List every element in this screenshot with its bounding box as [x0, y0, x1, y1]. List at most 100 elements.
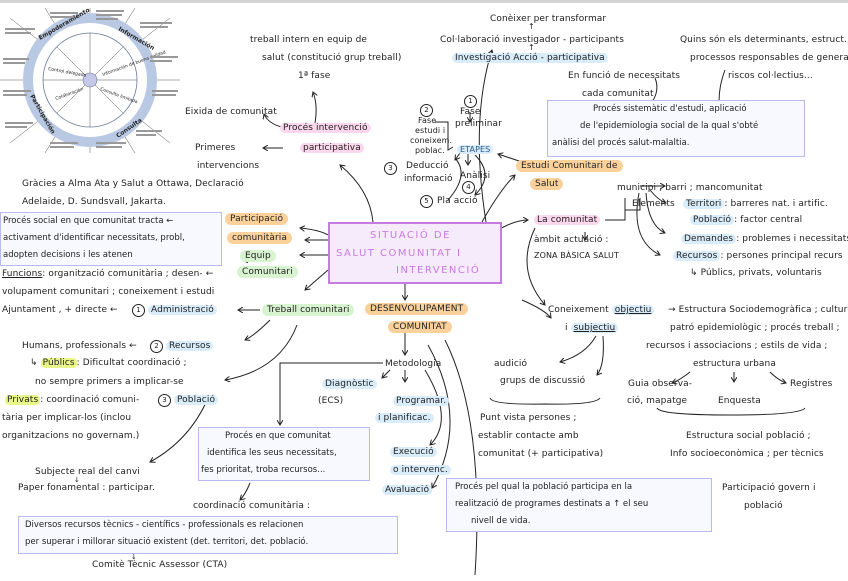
estructura-social-text-2: Info socioeconòmica ; per tècnics [670, 449, 824, 459]
execucio-node: Execució [390, 446, 437, 458]
estructura-social-text: Estructura social població ; [686, 431, 811, 441]
funcions-text: Funcions: organització comunitària ; des… [2, 269, 214, 279]
coneixement-text: Coneixement objectiu [548, 304, 655, 316]
privats-text-2: tària per implicar-los (inclou [2, 413, 132, 423]
treball-intern-text-2: salut (constitució grup treball) [262, 53, 402, 63]
execucio-node-2: o intervenc. [390, 464, 451, 476]
box-line: de l'epidemiologia social de la qual s'o… [580, 121, 759, 131]
etapa-4-number: 4 [462, 181, 475, 194]
fase1-text: 1ª fase [298, 71, 331, 81]
estructura-text-4: estructura urbana [693, 359, 776, 369]
desenvolupament-node-2: COMUNITAT [388, 321, 452, 333]
ecs-text: (ECS) [318, 396, 344, 406]
arrow-down-2: ↓ [131, 553, 137, 561]
coneixement-text-2: i subjectiu [565, 322, 619, 334]
fase-estudi-2: estudi i [415, 126, 446, 135]
diagnostic-node: Diagnòstic [322, 378, 377, 390]
central-title-line: INTERVENCIÓ [396, 265, 481, 276]
coordinacio-text: coordinació comunitària : [193, 501, 311, 511]
fase-estudi-3: coneixem. [410, 136, 453, 145]
treball-intern-text: treball intern en equip de [250, 35, 368, 45]
deduccio-text-2: informació [404, 174, 453, 184]
coordinacio-definition-box: Diversos recursos tècnics - científics -… [18, 516, 398, 554]
poblacio-node: 3 Població [158, 394, 219, 407]
ambit-text: àmbit actuació : [534, 235, 609, 245]
programar-node: Programar. [393, 395, 450, 407]
circle-small-text [3, 10, 178, 148]
poblacio-text: Població: factor central [690, 214, 802, 226]
la-comunitat-node: La comunitat [534, 214, 601, 226]
punt-text: Punt vista persones ; [480, 413, 577, 423]
etapa-3-number: 3 [384, 162, 397, 175]
publics-text: ↳ Públics: Dificultat coordinació ; [30, 358, 187, 368]
fase-preliminar-2: preliminar [455, 119, 502, 129]
gracies-text: Gràcies a Alma Ata y Salut a Ottawa, Dec… [22, 179, 244, 189]
demandes-text: Demandes: problemes i necessitats [681, 233, 848, 245]
box-line: Procés sistemàtic d'estudi, aplicació [593, 104, 747, 114]
enquesta-text: Enquesta [718, 396, 761, 406]
elements-text: Elements [632, 199, 675, 209]
funcio-text: En funció de necessitats [568, 71, 681, 81]
guia-text: Guia observa- [628, 379, 693, 389]
coneixer-text: Conèixer per transformar [490, 14, 607, 24]
etapa-5-number: 5 [420, 195, 433, 208]
arrow-up-2: ↑ [528, 43, 535, 52]
programar-node-2: i planificac. [375, 412, 434, 424]
etapa-2-number: 2 [420, 104, 433, 117]
participacio-comunitaria-node: Participació [225, 213, 289, 225]
punt-text-3: comunitat (+ participativa) [478, 449, 604, 459]
ajuntament-text: Ajuntament , + directe ← [2, 305, 118, 315]
central-topic-box: SITUACIÓ DE SALUT COMUNITAT I INTERVENCI… [328, 222, 502, 284]
fase-estudi: Fase [418, 116, 437, 125]
administracio-node: 1 Administració [132, 304, 217, 317]
box-line: anàlisi del procés salut-malaltia. [552, 138, 690, 148]
fase-preliminar: Fase [460, 107, 481, 117]
participacio-poblacio-box: Procés pel qual la població participa en… [446, 478, 712, 532]
estructura-text-2: patró epidemiològic ; procés treball ; [670, 323, 840, 333]
recursos-text: Recursos: persones principal recurs [673, 250, 843, 262]
funcio-text-2: cada comunitat [582, 89, 654, 99]
eixida-text: Eixida de comunitat [185, 107, 277, 117]
box-line: Procés en que comunitat [225, 431, 331, 441]
metodologia-definition-box: Procés en que comunitat identifica les s… [198, 427, 370, 481]
etapa-1-number: 1 [464, 95, 477, 108]
grups-text: grups de discussió [500, 376, 586, 386]
desenvolupament-node: DESENVOLUPAMENT [365, 303, 469, 315]
box-line: per superar i millorar situació existent… [25, 537, 309, 547]
box-line: nivell de vida. [471, 516, 531, 526]
primeres-text: Primeres [195, 143, 236, 153]
metodologia-text: Metodologia [385, 359, 442, 369]
box-line: activament d'identificar necessitats, pr… [3, 233, 185, 243]
central-title-line: SALUT COMUNITAT I [336, 248, 462, 259]
estructura-text: → Estructura Sociodemogràfica ; cultura … [668, 305, 848, 315]
quins-text-2: processos responsables de generar [690, 53, 848, 63]
deduccio-text: Deducció [406, 161, 449, 171]
central-title-line: SITUACIÓ DE [370, 230, 451, 241]
publics-text-2: no sempre primers a implicar-se [35, 377, 184, 387]
estudi-definition-box: Procés sistemàtic d'estudi, aplicació de… [547, 100, 805, 157]
analisi-text: Anàlisi [460, 171, 491, 181]
guia-text-2: ció, mapatge [627, 396, 688, 406]
box-line: Procés pel qual la població participa en… [455, 482, 633, 492]
participacio-govern-text: Participació govern i [722, 483, 816, 493]
box-line: realització de programes destinats a ↑ e… [455, 499, 649, 509]
top-border [0, 0, 848, 3]
box-line: fes prioritat, troba recursos... [201, 465, 326, 475]
funcions-text-2: volupament comunitari ; coneixement i es… [2, 287, 215, 297]
participacio-govern-text-2: població [744, 501, 783, 511]
territori-text: Territori: barreres nat. i artific. [683, 198, 828, 210]
estructura-text-3: recursos i associacions ; estils de vida… [646, 341, 828, 351]
zona-text: ZONA BÀSICA SALUT [534, 251, 619, 260]
punt-text-2: establir contacte amb [478, 431, 579, 441]
treball-comunitari-node: Treball comunitari [262, 304, 355, 316]
estudi-comunitari-node: Estudi Comunitari de [516, 160, 623, 172]
proces-intervencio-node-2: participativa [300, 142, 364, 154]
privats-text: Privats: coordinació comuni- [5, 395, 140, 405]
primeres-text-2: intervencions [197, 161, 260, 171]
municipi-text: municipi ; barri ; mancomunitat [617, 183, 763, 193]
proces-intervencio-node: Procés intervenció [280, 122, 371, 134]
pla-accio-text: Pla acció [437, 196, 478, 206]
arrow-down: ↓ [74, 476, 80, 484]
equip-comunitari-node: Equip [240, 250, 276, 262]
estudi-comunitari-node-2: Salut [530, 178, 564, 190]
